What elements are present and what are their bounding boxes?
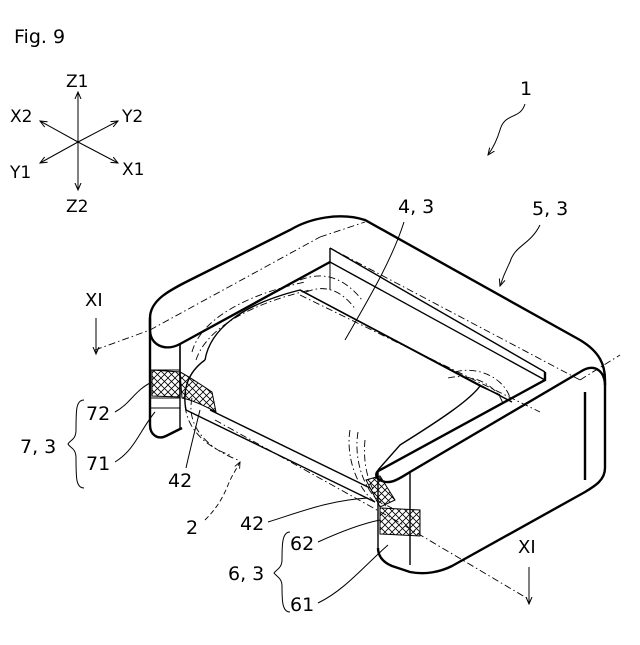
axis-label-z1: Z1 bbox=[66, 72, 88, 92]
axis-label-z2: Z2 bbox=[66, 197, 88, 217]
part-labels: 4, 3 5, 3 72 71 7, 3 42 2 42 62 61 6, 3 bbox=[20, 196, 568, 616]
section-marker-top: XI bbox=[85, 290, 103, 354]
label-core-5-3: 5, 3 bbox=[532, 198, 568, 220]
assembly-leader: 1 bbox=[488, 78, 532, 155]
axis-label-x2: X2 bbox=[10, 107, 32, 127]
figure-title: Fig. 9 bbox=[14, 26, 65, 48]
label-core-4-3: 4, 3 bbox=[398, 196, 434, 218]
label-part-61: 61 bbox=[290, 594, 314, 616]
label-section-top: XI bbox=[85, 290, 103, 311]
label-part-6-3: 6, 3 bbox=[228, 563, 264, 585]
label-part-42-right: 42 bbox=[240, 513, 264, 535]
axis-label-x1: X1 bbox=[122, 160, 144, 180]
axis-triad: Z1 Z2 X2 Y2 Y1 X1 bbox=[9, 72, 144, 217]
label-part-72: 72 bbox=[86, 403, 110, 425]
label-part-71: 71 bbox=[86, 453, 110, 475]
axis-label-y1: Y1 bbox=[9, 163, 31, 183]
label-part-7-3: 7, 3 bbox=[20, 436, 56, 458]
outer-core-frame bbox=[150, 216, 605, 573]
label-assembly: 1 bbox=[520, 78, 532, 100]
label-part-2: 2 bbox=[186, 517, 198, 539]
label-part-62: 62 bbox=[290, 533, 314, 555]
inner-core bbox=[95, 222, 620, 600]
label-part-42-left: 42 bbox=[168, 470, 192, 492]
label-section-bottom: XI bbox=[518, 537, 536, 558]
section-hatches bbox=[152, 370, 420, 536]
axis-label-y2: Y2 bbox=[121, 107, 143, 127]
